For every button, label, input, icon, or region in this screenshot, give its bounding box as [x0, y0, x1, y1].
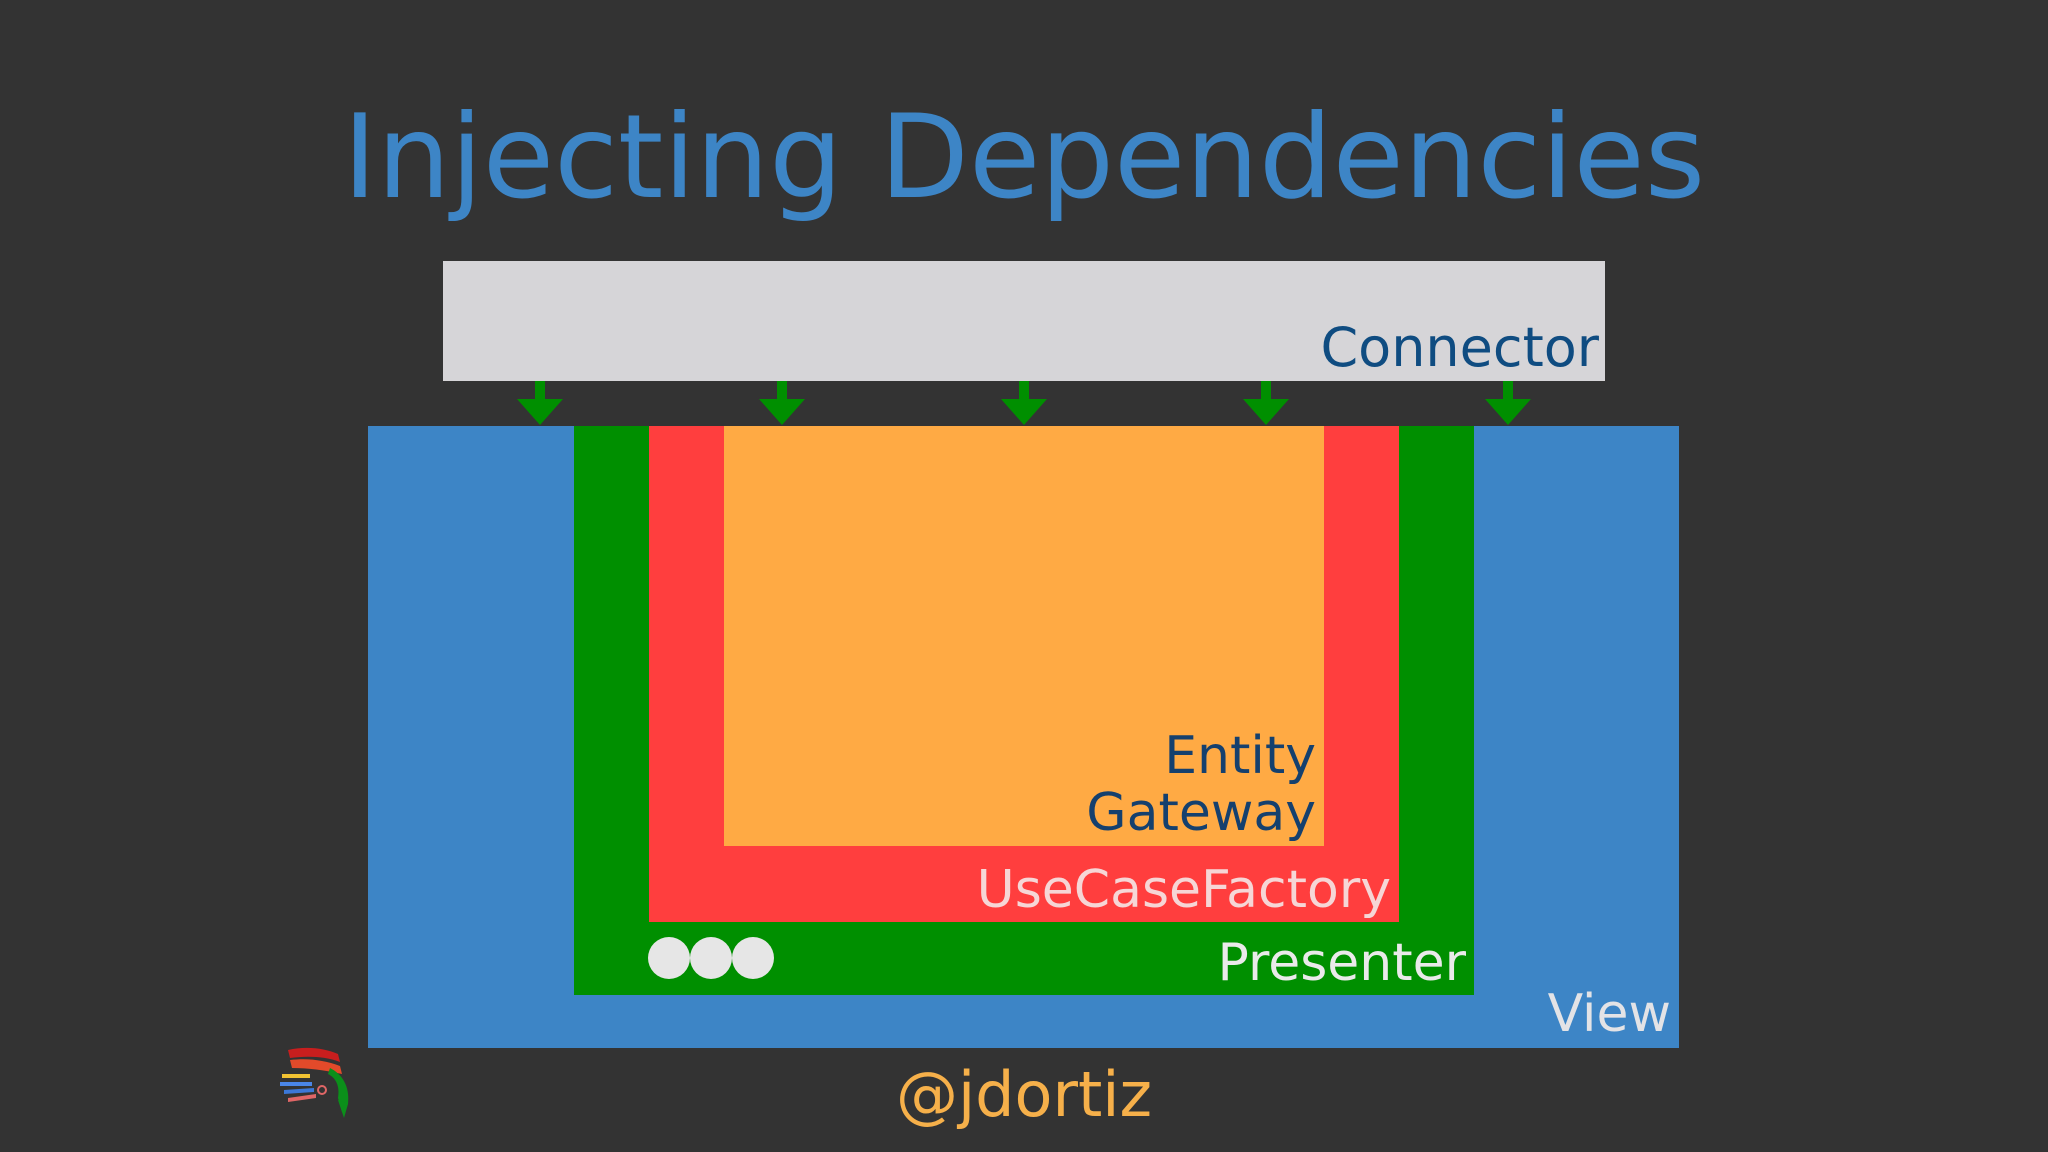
view-label: View [1547, 984, 1671, 1044]
dot [732, 937, 774, 979]
presenter-label: Presenter [1217, 933, 1466, 993]
entity-gateway-label: Entity Gateway [1086, 725, 1316, 843]
arrow-down-icon [517, 381, 563, 425]
slide-title: Injecting Dependencies [342, 90, 1706, 225]
ellipsis-dots-icon [648, 937, 774, 979]
headdress-logo-icon [276, 1044, 356, 1120]
use-case-factory-label: UseCaseFactory [976, 860, 1391, 920]
author-handle: @jdortiz [895, 1058, 1153, 1131]
connector-label: Connector [1320, 316, 1599, 379]
arrow-down-icon [1243, 381, 1289, 425]
dot [648, 937, 690, 979]
dot [690, 937, 732, 979]
arrow-down-icon [759, 381, 805, 425]
connector-box: Connector [443, 261, 1605, 381]
arrow-down-icon [1485, 381, 1531, 425]
entity-gateway-layer: Entity Gateway [724, 426, 1324, 846]
arrow-down-icon [1001, 381, 1047, 425]
